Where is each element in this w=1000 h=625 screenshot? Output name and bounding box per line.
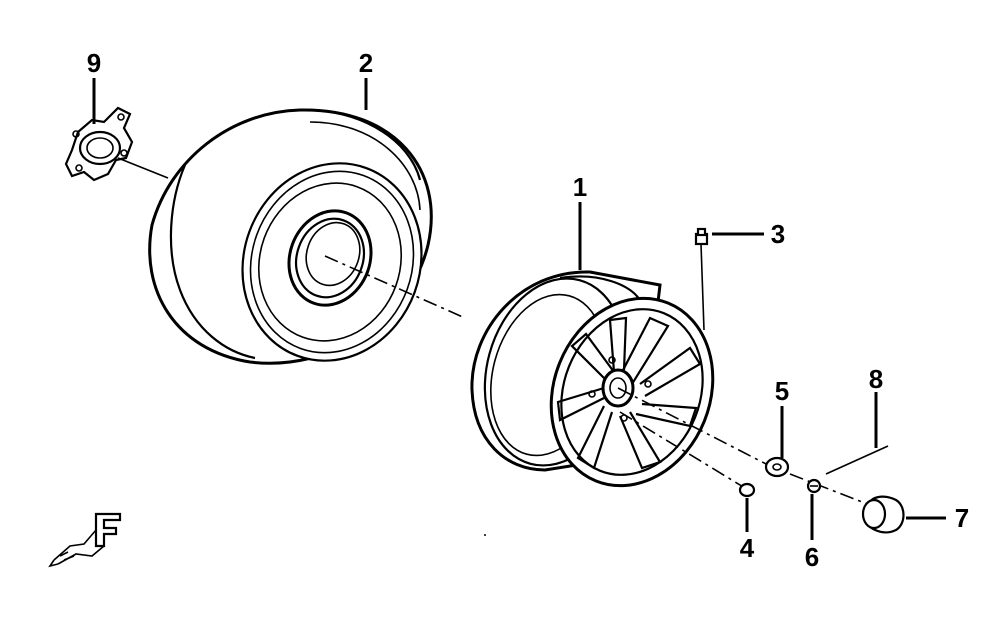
leader-lines bbox=[92, 78, 946, 540]
callout-1: 1 bbox=[573, 172, 587, 202]
stud-axis-line-3 bbox=[789, 473, 871, 506]
callout-4: 4 bbox=[740, 533, 755, 563]
callout-8: 8 bbox=[869, 364, 883, 394]
center-axis-line bbox=[324, 255, 466, 319]
callout-6: 6 bbox=[805, 542, 819, 572]
rim-part bbox=[470, 270, 715, 488]
hub-flange-part bbox=[64, 106, 169, 182]
callout-5: 5 bbox=[775, 376, 789, 406]
washer-part bbox=[764, 456, 790, 478]
hub-cap-part bbox=[861, 495, 905, 534]
tire-part bbox=[148, 108, 433, 365]
callout-7: 7 bbox=[955, 503, 969, 533]
callout-2: 2 bbox=[359, 48, 373, 78]
castle-nut-part bbox=[806, 478, 822, 494]
valve-stem-part bbox=[694, 227, 709, 331]
lug-nut-part bbox=[738, 482, 756, 498]
front-direction-arrow-icon bbox=[48, 512, 122, 568]
callout-9: 9 bbox=[87, 48, 101, 78]
cotter-pin-part bbox=[825, 445, 889, 475]
callout-3: 3 bbox=[771, 219, 785, 249]
stray-mark bbox=[484, 534, 486, 536]
stud-axis-line-2 bbox=[619, 411, 746, 489]
stud-axis-line-1 bbox=[617, 387, 771, 467]
